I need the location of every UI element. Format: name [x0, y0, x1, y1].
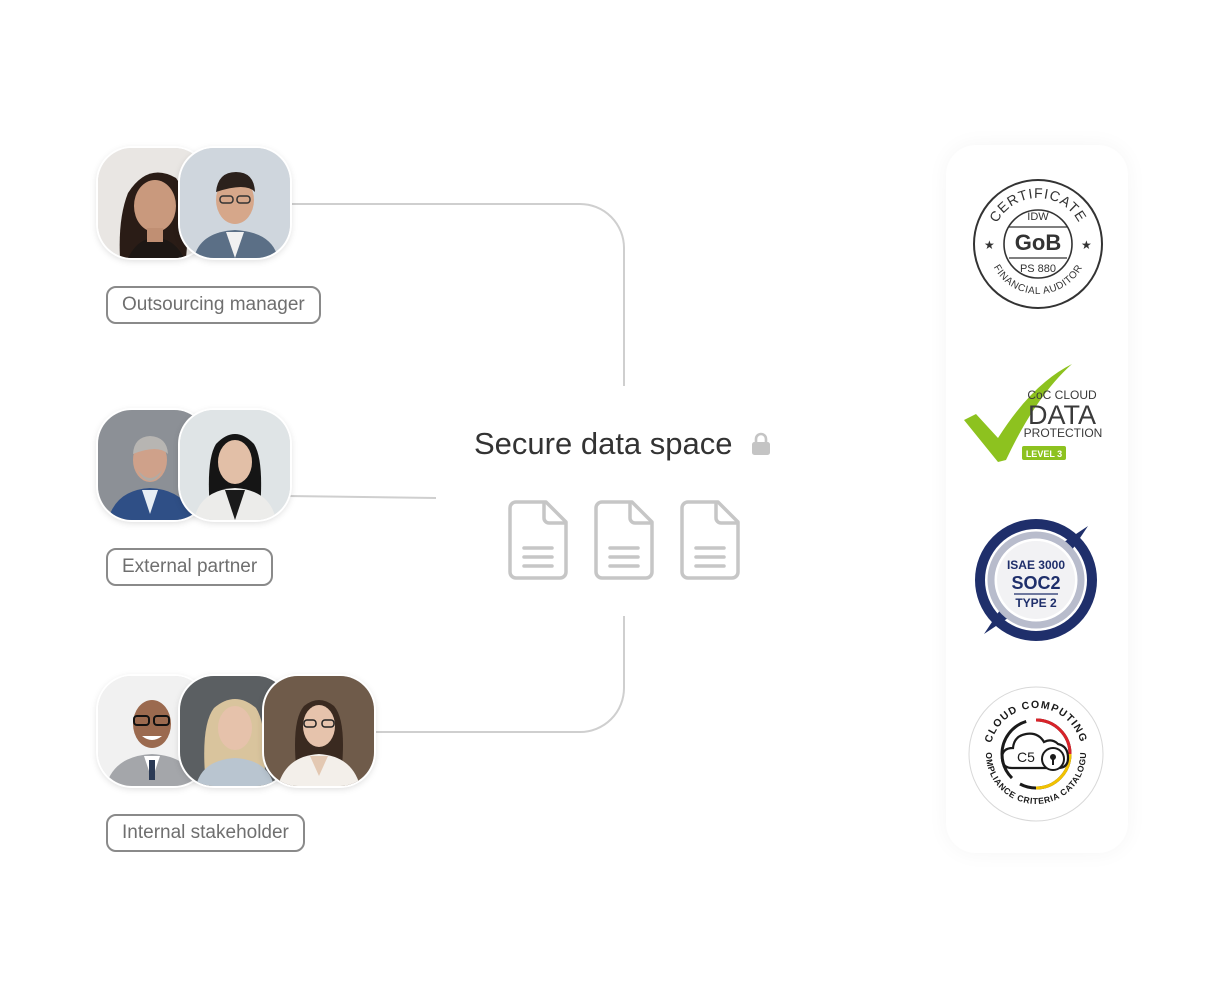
check-icon [964, 364, 1072, 462]
person-avatar-image [180, 148, 290, 258]
coc-data-protection-badge: CoC CLOUD DATA PROTECTION LEVEL 3 [964, 364, 1103, 462]
secure-data-space-label: Secure data space [474, 426, 733, 461]
document-icon [508, 500, 568, 580]
cloud-icon [1000, 732, 1070, 770]
star-icon: ★ [984, 238, 995, 252]
document-icon [680, 500, 740, 580]
connector-middle [287, 495, 437, 499]
avatar [180, 148, 290, 258]
soc2-line1: ISAE 3000 [1007, 558, 1065, 572]
role-label-outsourcing-manager: Outsourcing manager [106, 286, 321, 324]
idw-line2: GoB [1015, 230, 1061, 255]
document-icon [594, 500, 654, 580]
role-label-external-partner: External partner [106, 548, 274, 586]
avatar [180, 410, 290, 520]
soc2-badge: ISAE 3000 SOC2 TYPE 2 [975, 519, 1097, 641]
keyhole-icon [1041, 747, 1065, 771]
connector-top [292, 203, 625, 386]
lock-icon [751, 432, 770, 455]
star-icon: ★ [1081, 238, 1092, 252]
coc-line3: PROTECTION [1024, 426, 1103, 440]
c5-compliance-badge: CLOUD COMPUTING COMPLIANCE CRITERIA CATA… [968, 686, 1104, 822]
idw-certificate-badge: CERTIFICATE FINANCIAL AUDITOR ★ ★ IDW Go… [973, 179, 1103, 309]
role-label-internal-stakeholder: Internal stakeholder [106, 814, 305, 852]
soc2-line3: TYPE 2 [1015, 596, 1057, 610]
person-avatar-image [180, 410, 290, 520]
avatar [264, 676, 374, 786]
coc-level: LEVEL 3 [1026, 449, 1062, 459]
coc-line1: CoC CLOUD [1027, 388, 1097, 402]
idw-line1: IDW [1027, 211, 1049, 223]
c5-center: C5 [1017, 749, 1035, 765]
connector-bottom [376, 616, 625, 733]
person-avatar-image [264, 676, 374, 786]
soc2-line2: SOC2 [1011, 573, 1060, 593]
idw-line3: PS 880 [1020, 263, 1056, 275]
secure-data-space-title: Secure data space [474, 424, 771, 464]
coc-line2: DATA [1028, 400, 1096, 430]
